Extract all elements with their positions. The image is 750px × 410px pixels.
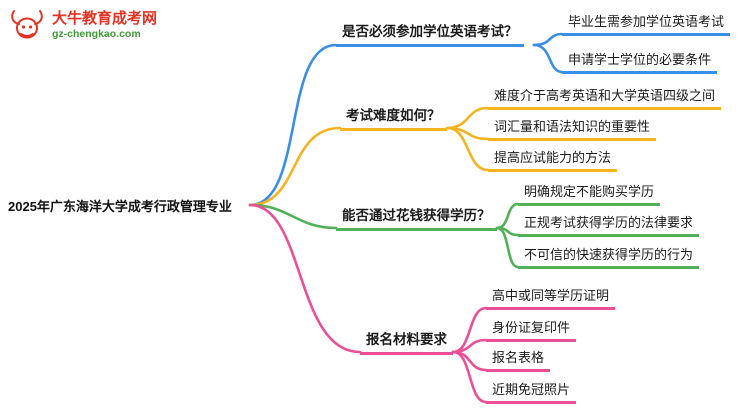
child-node: 申请学士学位的必要条件: [562, 50, 718, 74]
logo-text-block: 大牛教育成考网 gz-chengkao.com: [52, 10, 157, 39]
root-node: 2025年广东海洋大学成考行政管理专业: [8, 199, 232, 214]
child-node: 明确规定不能购买学历: [518, 182, 661, 206]
child-node: 不可信的快速获得学历的行为: [518, 245, 700, 269]
child-node: 报名表格: [486, 348, 551, 372]
child-node: 难度介于高考英语和大学英语四级之间: [488, 86, 722, 110]
child-node: 近期免冠照片: [486, 380, 577, 404]
branch-node-degree-english-exam: 是否必须参加学位英语考试？: [336, 22, 524, 47]
logo-site-name: 大牛教育成考网: [52, 10, 158, 28]
branch-node-exam-difficulty: 考试难度如何？: [340, 106, 447, 131]
child-node: 词汇量和语法知识的重要性: [488, 117, 657, 141]
child-node: 正规考试获得学历的法律要求: [518, 213, 700, 237]
child-node: 身份证复印件: [486, 318, 577, 342]
child-node: 提高应试能力的方法: [488, 148, 618, 172]
branch-node-application-materials: 报名材料要求: [360, 330, 453, 355]
bull-logo-icon: [11, 10, 43, 39]
site-logo[interactable]: 大牛教育成考网 gz-chengkao.com: [8, 8, 157, 42]
child-node: 高中或同等学历证明: [486, 286, 616, 310]
branch-node-buy-diploma: 能否通过花钱获得学历？: [336, 206, 497, 231]
logo-domain: gz-chengkao.com: [52, 27, 141, 40]
child-node: 毕业生需参加学位英语考试: [562, 12, 731, 36]
